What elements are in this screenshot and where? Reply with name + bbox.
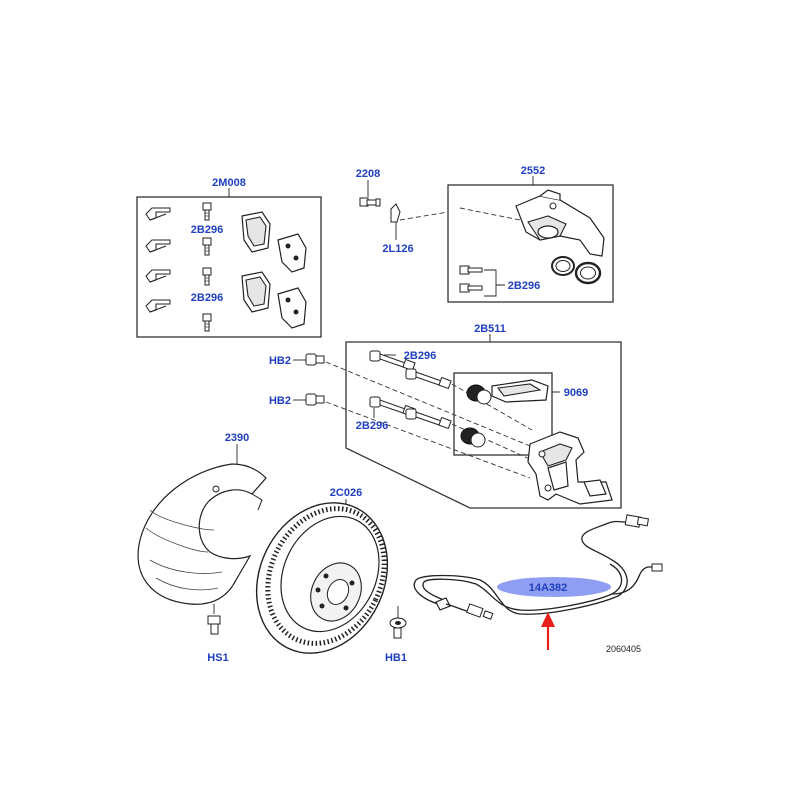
- label-2b296: 2B296: [508, 280, 540, 292]
- dust-shield-group[interactable]: 2390 HS1: [137, 432, 267, 664]
- label-hb2: HB2: [269, 395, 291, 407]
- shield-screw: [207, 615, 221, 635]
- red-arrow-icon: [541, 612, 555, 650]
- label-hb2: HB2: [269, 355, 291, 367]
- label-2552: 2552: [521, 165, 545, 177]
- caliper-group[interactable]: 2552 2B296: [447, 165, 614, 303]
- pad-kit-group[interactable]: 2M008 2B296 2B296: [136, 177, 322, 338]
- rotor-screw: [389, 606, 407, 639]
- brake-pad: [241, 211, 307, 329]
- label-2c026: 2C026: [330, 487, 362, 499]
- label-hb1: HB1: [385, 652, 407, 664]
- label-2b296: 2B296: [191, 292, 223, 304]
- pin-kit[interactable]: 9069: [453, 372, 588, 456]
- brake-caliper: [515, 189, 605, 257]
- label-2b296: 2B296: [404, 350, 436, 362]
- dust-shield: [137, 463, 267, 605]
- bleed-screw: [359, 197, 381, 207]
- hb2-bolt: [305, 353, 531, 479]
- wear-sensor-group[interactable]: 14A382: [413, 514, 663, 650]
- bleed-screw-group[interactable]: 2208 2L126: [356, 168, 449, 255]
- carrier-box: [345, 341, 622, 509]
- carrier-bolt: [369, 350, 533, 461]
- wear-sensor: [413, 514, 663, 620]
- pin-kit-box: [453, 372, 553, 456]
- label-2b296: 2B296: [356, 420, 388, 432]
- pad-bolt: [202, 202, 212, 332]
- rotor-group[interactable]: 2C026 HB1: [232, 481, 412, 676]
- pad-clip: [145, 207, 171, 313]
- piston-seal: [551, 256, 602, 285]
- caliper-bolt: [459, 265, 483, 293]
- label-2b511: 2B511: [474, 323, 506, 335]
- label-2208: 2208: [356, 168, 380, 180]
- label-14a382: 14A382: [529, 582, 568, 594]
- label-9069: 9069: [564, 387, 588, 399]
- figure-reference: 2060405: [606, 644, 641, 654]
- label-hs1: HS1: [207, 652, 228, 664]
- label-2b296: 2B296: [191, 224, 223, 236]
- label-2390: 2390: [225, 432, 249, 444]
- label-2m008: 2M008: [212, 177, 246, 189]
- caliper-box: [447, 184, 614, 303]
- label-2l126: 2L126: [382, 243, 413, 255]
- highlight-ellipse: [497, 577, 611, 597]
- bleed-cap: [390, 203, 449, 223]
- brake-rotor: [255, 502, 389, 654]
- carrier-group[interactable]: 2B511 HB2 HB2 2B296 2B296: [269, 323, 622, 509]
- caliper-carrier: [527, 431, 613, 505]
